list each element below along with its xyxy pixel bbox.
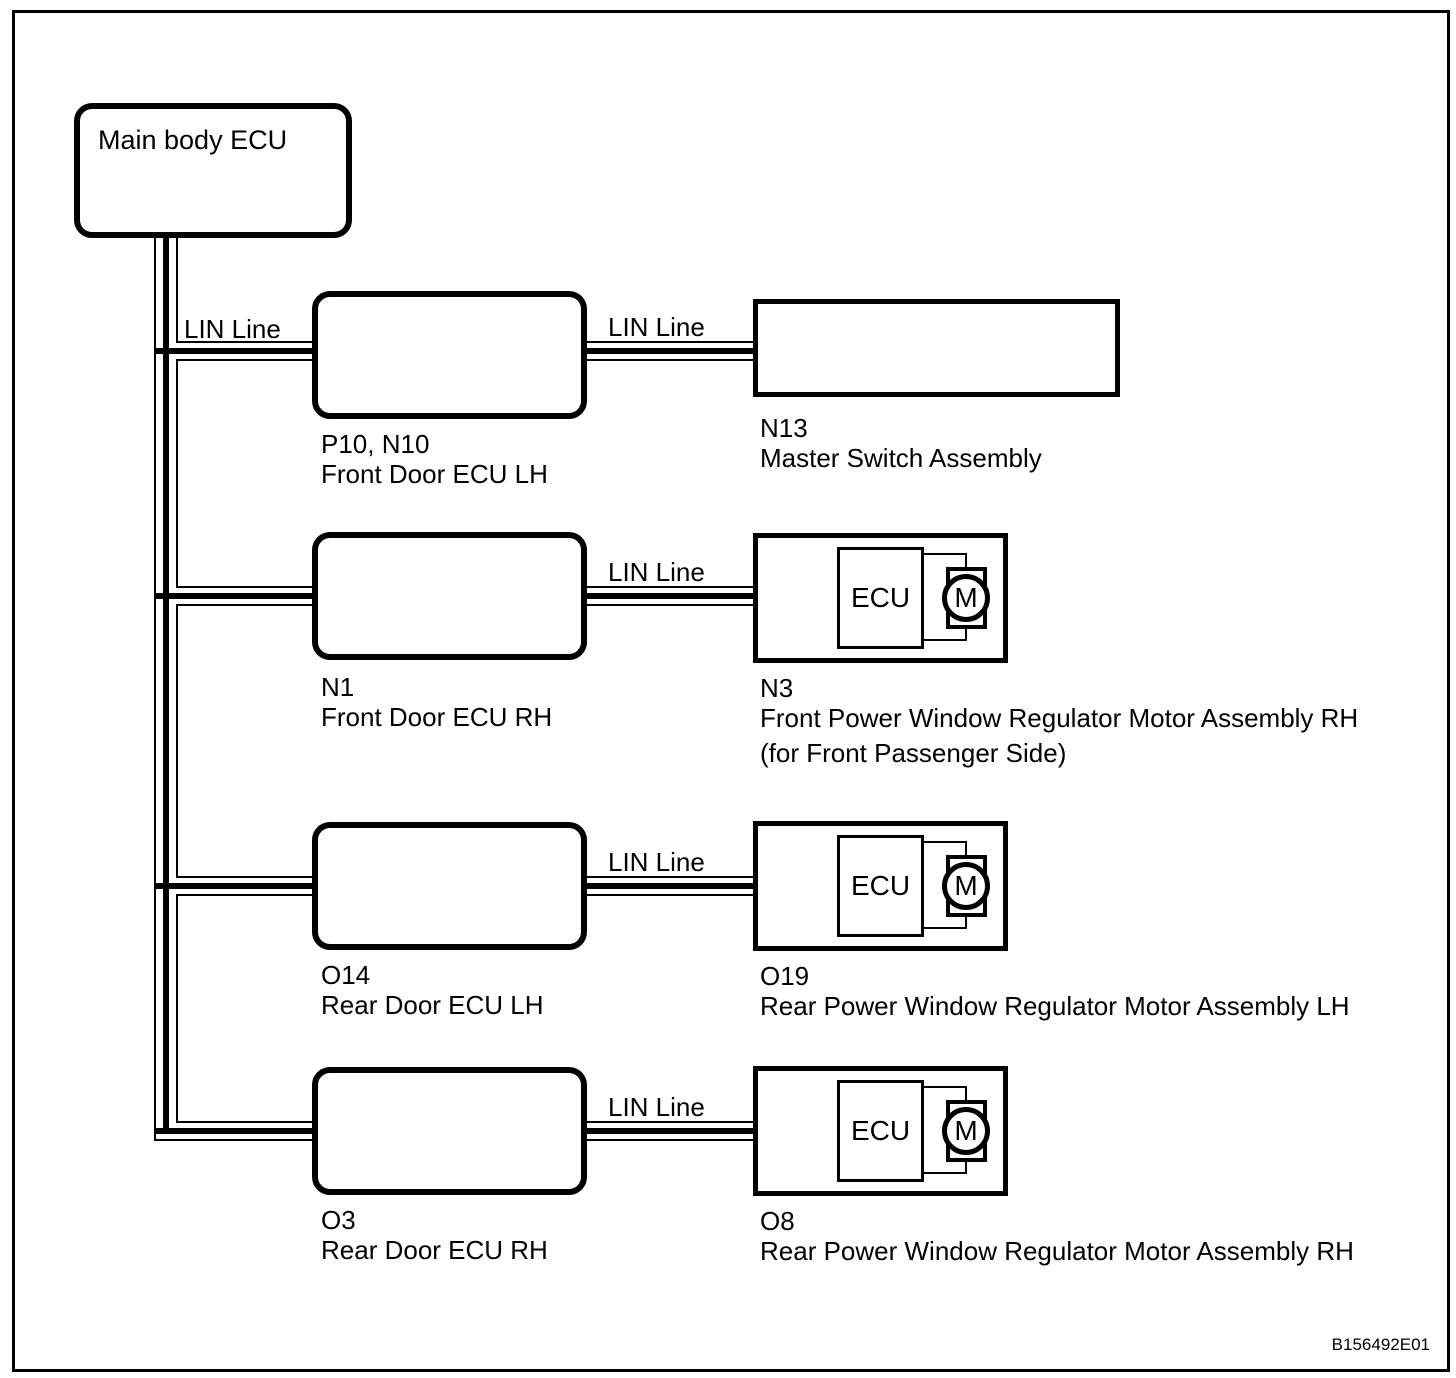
motor-icon: M [942,574,990,622]
door-ecu-box-row4 [312,1067,587,1195]
motor-assembly-box-row4: ECU M [753,1066,1008,1196]
motor-icon: M [942,1107,990,1155]
motor-assembly-name2-row2: (for Front Passenger Side) [760,738,1067,768]
ecu-inner-box: ECU [837,547,924,649]
lin-core-row3 [581,883,757,889]
lin-core-row2 [581,593,757,599]
door-ecu-name-row2: Front Door ECU RH [321,702,553,732]
motor-assembly-name-row4: Rear Power Window Regulator Motor Assemb… [760,1236,1354,1266]
lin-core-row4 [581,1128,757,1134]
ecu-inner-box: ECU [837,835,924,937]
master-switch-name: Master Switch Assembly [760,443,1042,473]
door-ecu-box-row2 [312,532,587,660]
motor-assembly-name-row2: Front Power Window Regulator Motor Assem… [760,703,1359,733]
motor-label: M [954,870,978,901]
motor-icon: M [942,862,990,910]
motor-label: M [954,582,978,613]
door-ecu-box-row1 [312,291,587,419]
outer-border [12,10,1450,1372]
lin-line-label-bus: LIN Line [184,314,281,344]
door-ecu-box-row3 [312,822,587,950]
door-ecu-name-row4: Rear Door ECU RH [321,1235,548,1265]
lin-line-label-row3: LIN Line [608,847,705,877]
motor-assembly-code-row3: O19 [760,961,810,991]
main-body-ecu-label: Main body ECU [98,125,288,155]
ecu-label: ECU [850,582,911,613]
ecu-label: ECU [850,1115,911,1146]
door-ecu-name-row1: Front Door ECU LH [321,459,548,489]
ecu-inner-box: ECU [837,1080,924,1182]
branch-core-row2 [155,593,318,599]
motor-assembly-name-row3: Rear Power Window Regulator Motor Assemb… [760,991,1350,1021]
branch-core-row1 [155,348,318,354]
motor-assembly-code-row2: N3 [760,673,794,703]
branch-core-row4 [155,1128,318,1134]
motor-assembly-code-row4: O8 [760,1206,795,1236]
motor-assembly-box-row2: ECU M [753,533,1008,663]
door-ecu-code-row3: O14 [321,960,371,990]
door-ecu-code-row4: O3 [321,1205,356,1235]
motor-label: M [954,1115,978,1146]
lin-core-row1 [581,348,757,354]
ecu-label: ECU [850,870,911,901]
master-switch-box [753,299,1120,397]
main-body-ecu-box: Main body ECU [74,103,352,238]
lin-line-label-row1: LIN Line [608,312,705,342]
lin-line-label-row4: LIN Line [608,1092,705,1122]
lin-bus-core [163,230,169,1134]
branch-core-row3 [155,883,318,889]
motor-assembly-box-row3: ECU M [753,821,1008,951]
door-ecu-code-row1: P10, N10 [321,429,430,459]
door-ecu-code-row2: N1 [321,672,355,702]
master-switch-code: N13 [760,413,808,443]
door-ecu-name-row3: Rear Door ECU LH [321,990,544,1020]
figure-code: B156492E01 [1331,1335,1430,1354]
lin-line-label-row2: LIN Line [608,557,705,587]
